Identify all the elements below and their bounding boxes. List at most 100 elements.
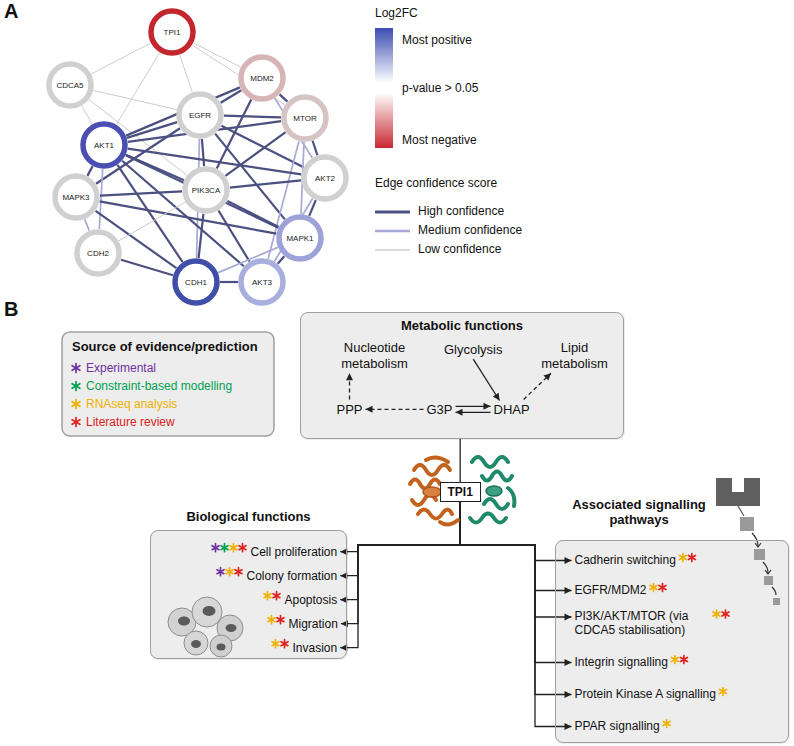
evidence-asterisk	[650, 584, 657, 592]
panel-fill	[150, 530, 348, 660]
evidence-asterisk	[235, 568, 242, 576]
function-item: Nucleotide metabolism	[332, 340, 417, 371]
legend-panel	[62, 332, 274, 436]
gene-node: MDM2	[238, 54, 286, 102]
legend-text: Most positive	[402, 33, 472, 47]
item-text: Migration	[289, 617, 338, 631]
node-ring-circle	[49, 64, 91, 106]
flow-arrow	[346, 373, 353, 399]
function-item: Migration	[289, 617, 338, 631]
node-ring-circle	[77, 232, 119, 274]
item-text: Protein Kinase A signalling	[575, 687, 716, 701]
gradient-swatch	[375, 28, 393, 83]
legend-asterisk	[70, 380, 82, 392]
item-text: Lipid metabolism	[537, 340, 612, 371]
item-text: Apoptosis	[285, 593, 338, 607]
evidence-asterisk	[277, 616, 284, 624]
interaction-edge	[218, 211, 249, 262]
gene-name: CDH2	[87, 249, 109, 258]
gene-name: MAPK1	[286, 234, 313, 243]
interaction-edge	[91, 43, 150, 74]
evidence-asterisk	[663, 720, 670, 728]
gene-name: MAPK3	[62, 193, 89, 202]
evidence-asterisk	[268, 616, 275, 624]
legend-asterisk	[70, 362, 82, 374]
legend-line-sample	[375, 211, 410, 214]
panel-letter: B	[4, 298, 18, 321]
function-item: Cell proliferation	[251, 545, 338, 559]
node-ring-circle	[55, 176, 97, 218]
panel-fills	[62, 312, 790, 744]
legend-text: Medium confidence	[418, 223, 522, 237]
item-text: PPP	[337, 402, 363, 418]
evidence-asterisk	[226, 568, 233, 576]
flow-arrow	[340, 502, 460, 651]
legend-asterisk	[70, 398, 82, 410]
interaction-edge	[220, 282, 238, 283]
function-item: Protein Kinase A signalling	[575, 687, 716, 701]
gene-name: AKT2	[315, 174, 335, 183]
evidence-asterisk	[273, 592, 280, 600]
item-text: Integrin signalling	[575, 655, 668, 669]
gene-name: EGFR	[189, 111, 211, 120]
node-ring-circle	[284, 97, 326, 139]
gene-node: MTOR	[281, 94, 329, 142]
node-ring-circle	[241, 57, 283, 99]
panel-fill	[555, 540, 790, 744]
item-text: PPAR signalling	[575, 719, 660, 733]
function-panel: Biological functionsCell proliferationCo…	[150, 530, 347, 659]
node-ring-circle	[175, 261, 217, 303]
legend-asterisk	[70, 416, 82, 428]
function-item: Glycolysis	[444, 342, 503, 358]
evidence-asterisk	[688, 554, 695, 562]
evidence-asterisk	[272, 640, 279, 648]
gene-name: MDM2	[250, 74, 274, 83]
evidence-asterisk	[239, 544, 246, 552]
interaction-edge	[180, 55, 193, 93]
cell-cluster	[168, 597, 243, 657]
receptor-symbol	[716, 478, 760, 506]
node-ring-circle	[279, 217, 321, 259]
legend-text: High confidence	[418, 204, 504, 218]
interaction-edge	[202, 139, 204, 166]
function-item: Integrin signalling	[575, 655, 668, 669]
panel-letter: A	[4, 0, 18, 23]
interaction-edge	[99, 169, 102, 229]
legend-line-sample	[375, 249, 410, 251]
legend-text: p-value > 0.05	[402, 81, 478, 95]
panel-title: Biological functions	[151, 509, 346, 524]
flow-arrow	[524, 373, 551, 399]
item-text: Cell proliferation	[251, 545, 338, 559]
gene-node: MAPK1	[276, 214, 324, 262]
evidence-asterisk	[679, 554, 686, 562]
interaction-edge	[280, 94, 288, 101]
gene-node: PIK3CA	[182, 166, 230, 214]
evidence-asterisk	[72, 364, 80, 373]
item-text: EGFR/MDM2	[575, 583, 647, 597]
evidence-asterisk	[230, 544, 237, 552]
gene-name: AKT1	[94, 141, 114, 150]
item-text: G3P	[427, 402, 453, 418]
node-ring-circle	[185, 169, 227, 211]
legend-text: Literature review	[86, 415, 175, 429]
item-text: Cadherin switching	[575, 553, 676, 567]
item-text: Nucleotide metabolism	[332, 340, 417, 371]
item-text: DHAP	[494, 402, 530, 418]
evidence-asterisk	[719, 688, 726, 696]
gene-name: CDH1	[185, 278, 207, 287]
gene-name: CDCA5	[56, 81, 83, 90]
function-panel: Metabolic functionsNucleotide metabolism…	[300, 312, 624, 439]
interaction-edge	[199, 214, 204, 258]
item-text: Invasion	[293, 641, 338, 655]
legend-text: Most negative	[402, 133, 477, 147]
gradient-swatch	[375, 83, 393, 93]
interaction-edge	[227, 201, 278, 227]
gene-node: EGFR	[176, 91, 224, 139]
legend-text: Low confidence	[418, 242, 501, 256]
flow-arrow	[456, 403, 491, 416]
flow-arrow	[366, 406, 424, 413]
gene-node: CDH1	[172, 258, 220, 306]
gene-node: MAPK3	[52, 173, 100, 221]
interaction-edge	[85, 219, 89, 230]
gene-node: AKT2	[301, 154, 349, 202]
